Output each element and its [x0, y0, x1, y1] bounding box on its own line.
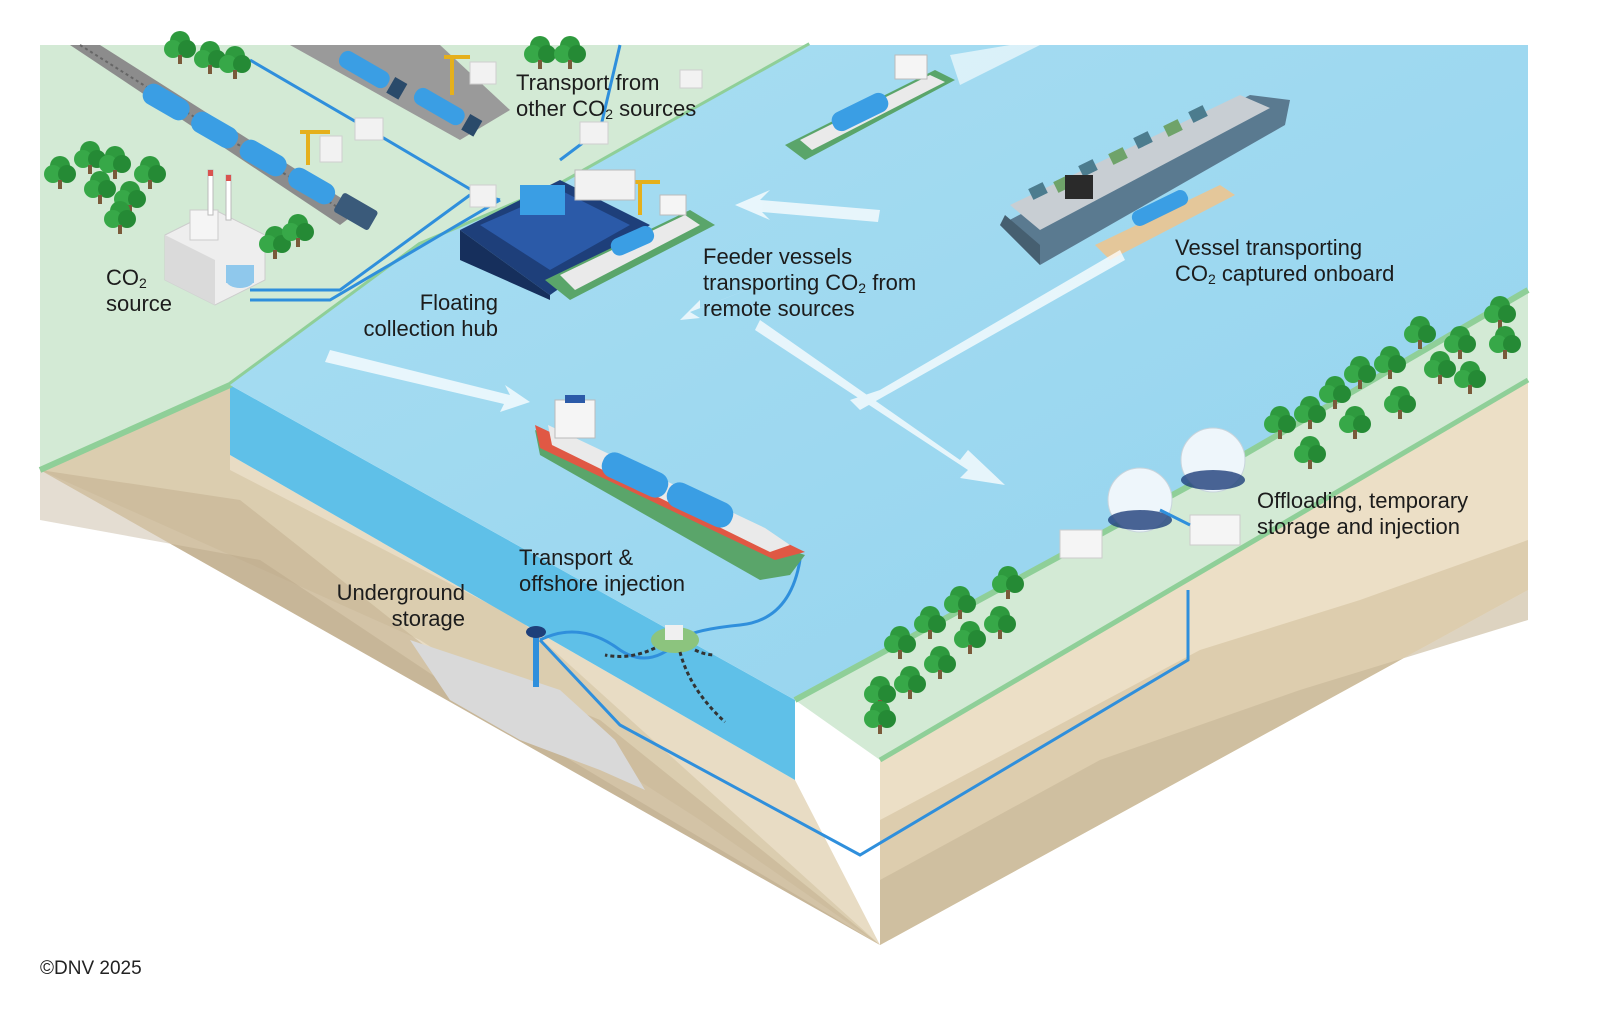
feeder-vessel-icon	[545, 194, 715, 300]
train-icon	[142, 83, 378, 230]
label-offloading-storage-injection: Offloading, temporary storage and inject…	[1257, 488, 1469, 539]
copyright-notice: ©DNV 2025	[40, 958, 142, 979]
arrow-icon	[325, 190, 1125, 485]
co2-carrier-icon	[1095, 185, 1235, 260]
injection-buoy-icon	[526, 625, 727, 724]
floating-hub-icon	[460, 169, 650, 300]
sphere-tank-icon	[1059, 427, 1246, 559]
container-ship-icon	[1000, 95, 1290, 265]
co2-carrier-icon	[535, 395, 805, 580]
label-feeder-vessels: Feeder vessels transporting CO2 from rem…	[703, 244, 917, 321]
underground-storage-reservoir	[410, 640, 645, 790]
label-floating-collection-hub: Floating collection hub	[363, 290, 498, 341]
label-underground-storage: Underground storage	[336, 580, 465, 631]
water-cross-section	[230, 385, 795, 780]
label-transport-other-sources: Transport from other CO2 sources	[516, 70, 697, 122]
label-transport-offshore-injection: Transport & offshore injection	[519, 545, 685, 596]
factory-icon	[164, 169, 266, 306]
label-co2-source: CO2 source	[106, 265, 173, 316]
label-vessel-captured-onboard: Vessel transporting CO2 captured onboard	[1175, 235, 1395, 287]
truck-icon	[338, 50, 483, 137]
feeder-vessel-icon	[785, 54, 955, 160]
